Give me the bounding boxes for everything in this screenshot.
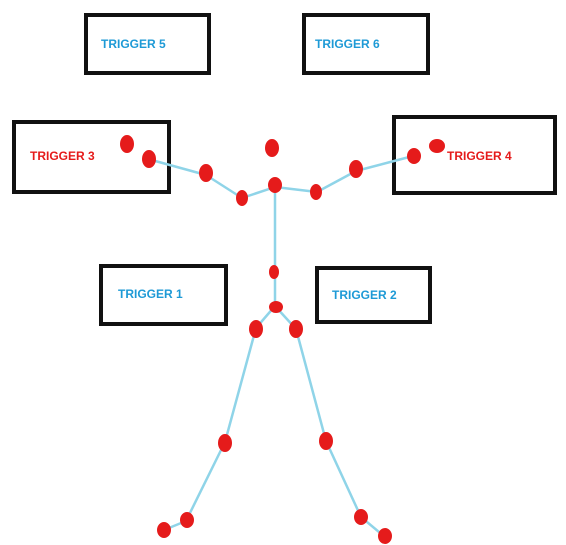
trigger-box-1: TRIGGER 1 (99, 264, 228, 326)
joint-left-elbow (199, 164, 213, 182)
joint-left-foot (157, 522, 171, 538)
bone-right-shoulder (273, 185, 319, 194)
joint-right-foot (378, 528, 392, 544)
trigger-label-2: TRIGGER 2 (332, 288, 397, 302)
joint-right-wrist (407, 148, 421, 164)
joint-right-hip (289, 320, 303, 338)
bone-right-shin (324, 439, 363, 519)
trigger-box-4: TRIGGER 4 (392, 115, 557, 195)
joint-left-knee (218, 434, 232, 452)
bone-left-thigh (223, 326, 258, 444)
bone-right-upper-arm (315, 169, 358, 194)
trigger-box-5: TRIGGER 5 (84, 13, 211, 75)
bone-right-forearm (354, 154, 415, 173)
bone-left-upper-arm (204, 173, 244, 200)
trigger-label-5: TRIGGER 5 (101, 37, 166, 51)
trigger-label-1: TRIGGER 1 (118, 287, 183, 301)
joint-spine-mid (269, 265, 279, 279)
joint-right-knee (319, 432, 333, 450)
joint-right-shoulder (310, 184, 322, 200)
bone-left-shin (184, 440, 227, 523)
joint-left-wrist (142, 150, 156, 168)
joint-left-ankle (180, 512, 194, 528)
bone-right-thigh (294, 327, 328, 443)
trigger-label-3: TRIGGER 3 (30, 149, 95, 163)
joint-spine-base (269, 301, 283, 313)
joint-right-elbow (349, 160, 363, 178)
skeleton-bones (146, 154, 415, 539)
joint-left-shoulder (236, 190, 248, 206)
trigger-box-6: TRIGGER 6 (302, 13, 430, 75)
bone-left-forearm (146, 157, 208, 177)
joint-head (265, 139, 279, 157)
joint-right-hand (429, 139, 445, 153)
trigger-label-4: TRIGGER 4 (447, 149, 512, 163)
joint-right-ankle (354, 509, 368, 525)
trigger-box-2: TRIGGER 2 (315, 266, 432, 324)
trigger-label-6: TRIGGER 6 (315, 37, 380, 51)
joint-left-hand (120, 135, 134, 153)
skeleton-joints (120, 135, 445, 544)
joint-left-hip (249, 320, 263, 338)
joint-neck (268, 177, 282, 193)
